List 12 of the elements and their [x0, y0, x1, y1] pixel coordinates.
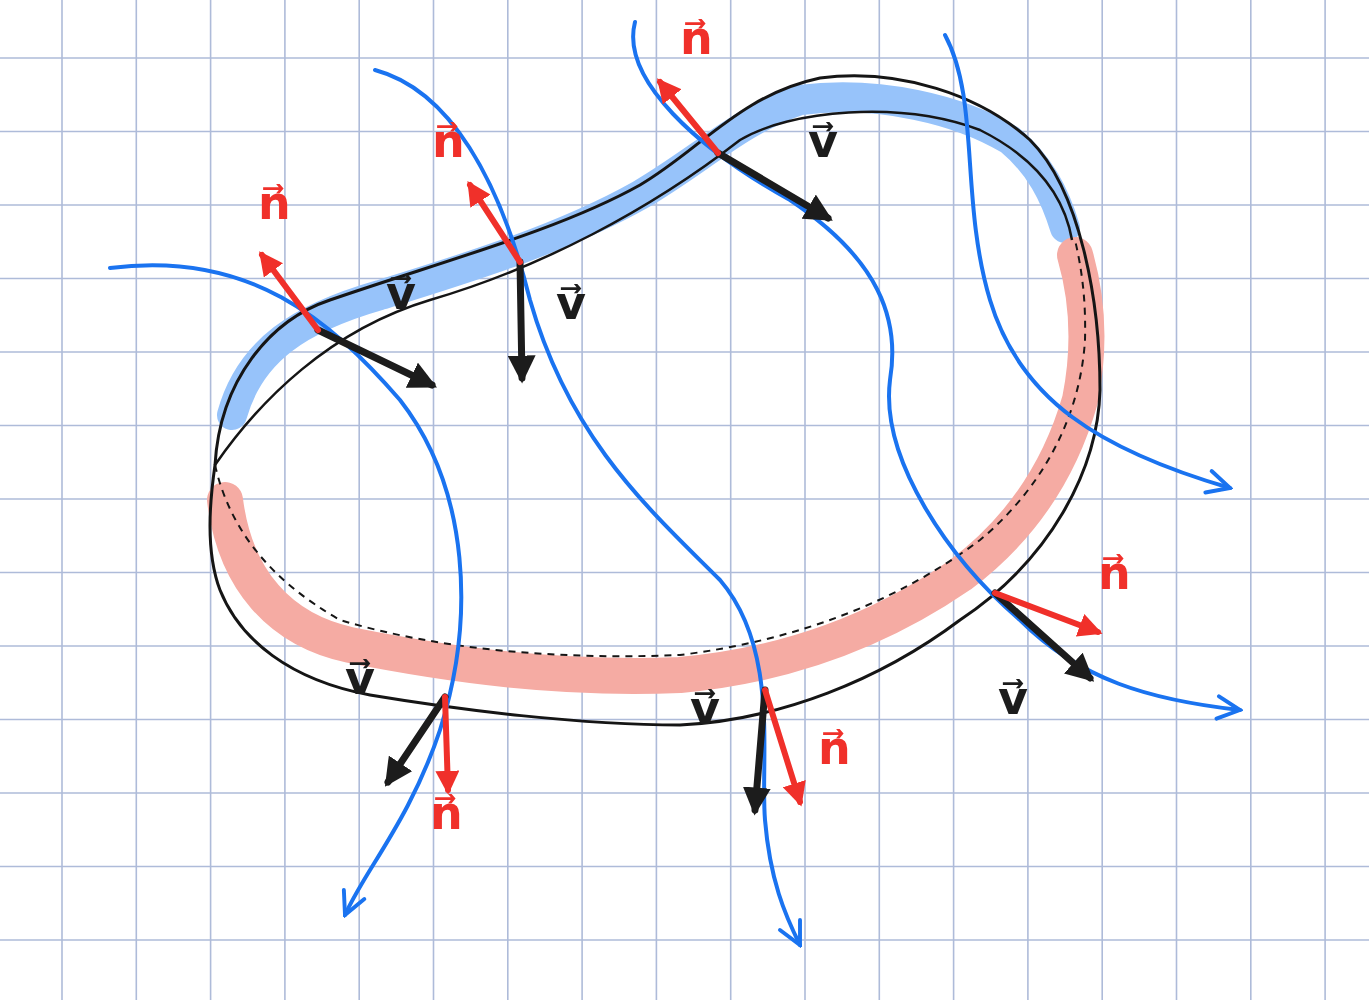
velocity-vector-label: v⃗ — [690, 685, 720, 731]
velocity-vector-label: v⃗ — [998, 675, 1028, 721]
velocity-vector-label: v⃗ — [556, 280, 586, 326]
normal-vector-label: n⃗ — [432, 118, 465, 164]
normal-vector-label: n⃗ — [818, 725, 851, 771]
normal-vector-label: n⃗ — [1098, 550, 1131, 596]
velocity-vector-label: v⃗ — [345, 655, 375, 701]
normal-vector-label: n⃗ — [680, 15, 713, 61]
velocity-vector-label: v⃗ — [808, 118, 838, 164]
normal-vector-label: n⃗ — [430, 790, 463, 836]
normal-vector-label: n⃗ — [258, 180, 291, 226]
velocity-vector-label: v⃗ — [386, 270, 416, 316]
